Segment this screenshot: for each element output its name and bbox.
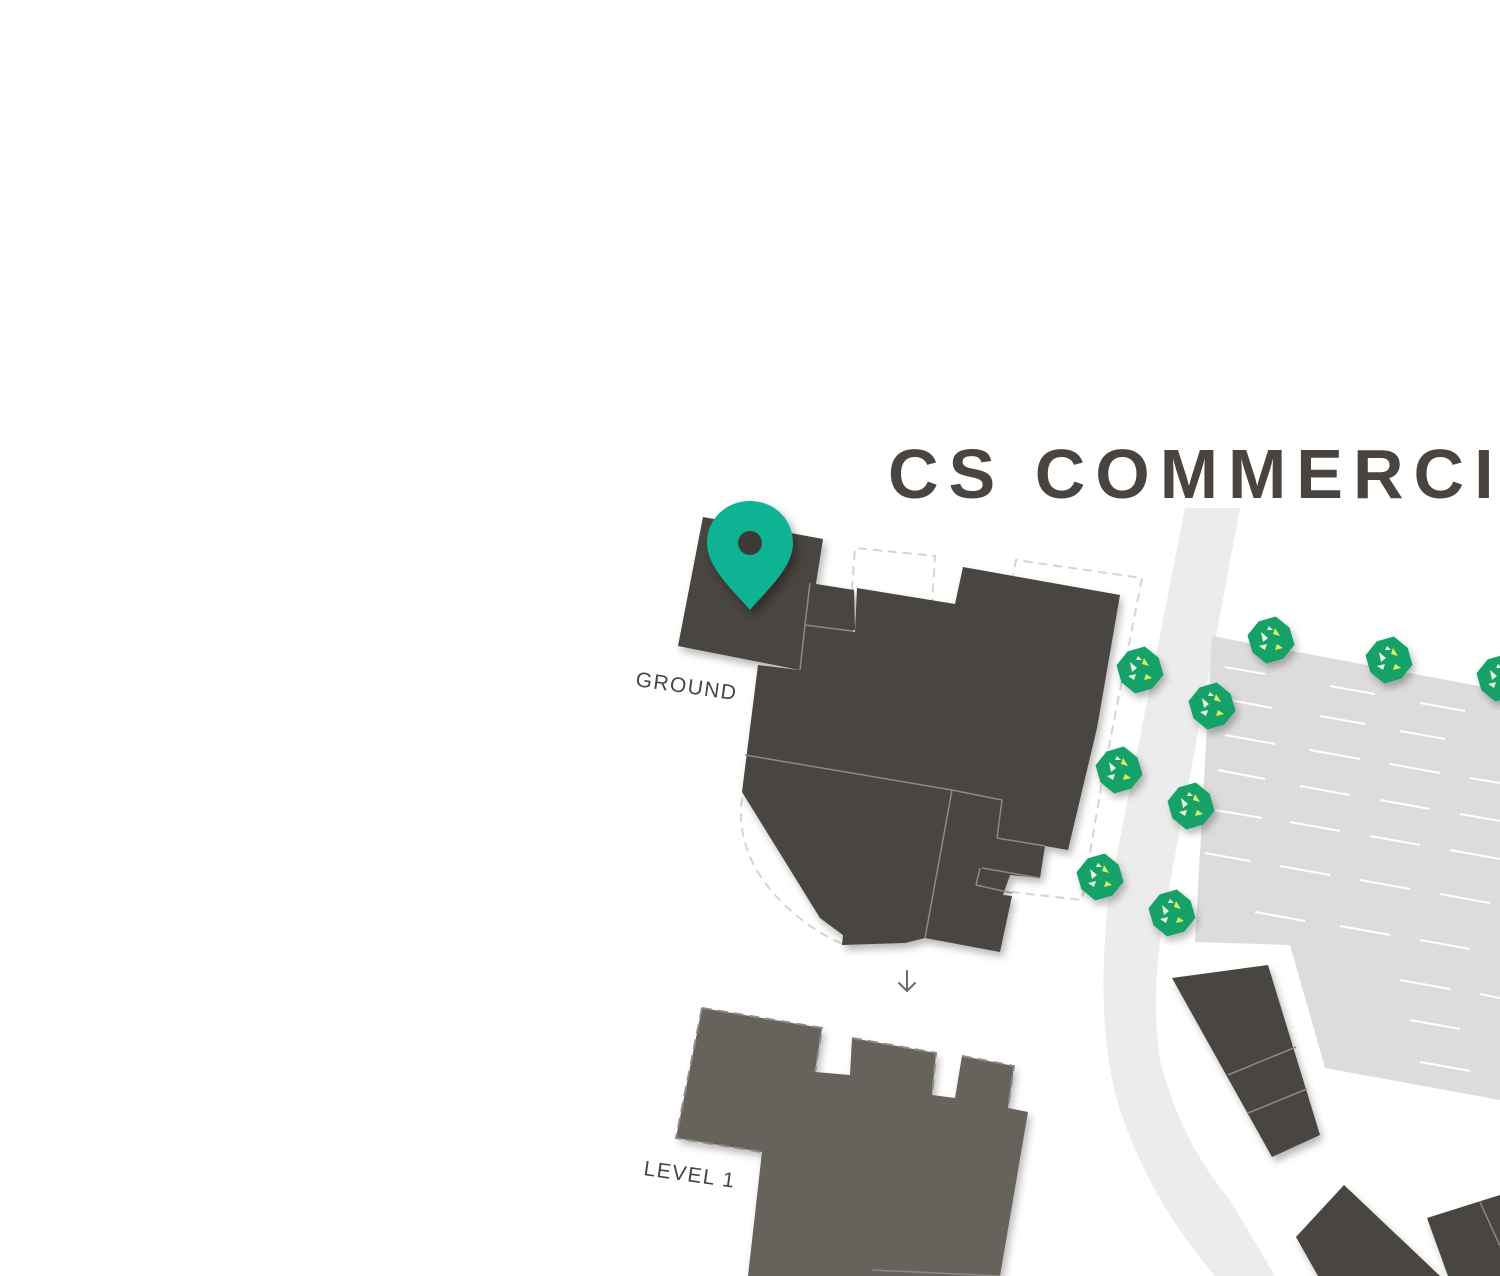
arrow-down-icon [898, 970, 916, 993]
trees [1076, 616, 1500, 937]
outer-building-divider [1479, 1201, 1500, 1247]
tree-icon [1476, 655, 1500, 702]
level-1-divider [871, 1269, 1001, 1276]
retail-building [1172, 965, 1320, 1157]
ground-floor-dividers [744, 582, 1046, 939]
level-1-building [676, 1008, 1028, 1276]
retail-dividers [1227, 1046, 1308, 1114]
tree-icon [1167, 782, 1215, 830]
tree-icon [1095, 746, 1143, 794]
site-title: CS COMMERCI [888, 435, 1500, 513]
map-pin-icon[interactable] [707, 501, 793, 610]
outer-buildings [1296, 1185, 1500, 1276]
ground-floor-label: GROUND [634, 668, 739, 705]
tree-icon [1076, 853, 1124, 901]
parking-lot [1195, 636, 1500, 1100]
tree-icon [1116, 646, 1164, 694]
tree-icon [1148, 889, 1196, 937]
level-1-outline [674, 1007, 1016, 1153]
dashed-outlines [740, 546, 1144, 946]
tree-icon [1247, 616, 1295, 664]
tree-icon [1188, 682, 1236, 730]
tree-icon [1365, 636, 1413, 684]
access-road [1103, 508, 1275, 1276]
level-1-label: LEVEL 1 [642, 1157, 737, 1193]
